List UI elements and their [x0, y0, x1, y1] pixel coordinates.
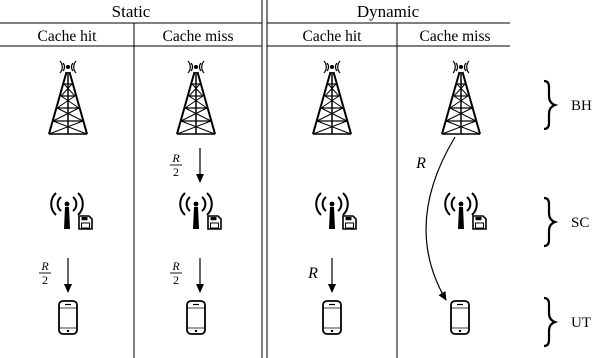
cache-storage-icon — [78, 215, 93, 230]
column-heading-static-miss: Cache miss — [162, 28, 233, 45]
column-heading-dynamic-miss: Cache miss — [419, 28, 490, 45]
tower-icon — [48, 60, 88, 135]
small-cell-icon — [444, 192, 478, 230]
phone-icon — [322, 300, 342, 335]
cache-storage-icon — [472, 215, 487, 230]
rate-label-static-miss-sc-ut: R 2 — [170, 259, 182, 287]
phone-icon — [186, 300, 206, 335]
small-cell-icon — [179, 192, 213, 230]
cache-storage-icon — [342, 215, 357, 230]
column-heading-static-hit: Cache hit — [38, 28, 98, 45]
brace-sc — [543, 196, 559, 248]
rate-label-dynamic-miss-bh-ut: R — [415, 155, 426, 172]
group-heading-static: Static — [112, 2, 151, 21]
brace-ut — [543, 296, 559, 348]
tower-icon — [176, 60, 216, 135]
rate-label-static-miss-bh-sc: R 2 — [170, 151, 182, 179]
tower-icon — [312, 60, 352, 135]
rate-numerator: R — [40, 259, 49, 273]
phone-icon — [450, 300, 470, 335]
group-heading-dynamic: Dynamic — [357, 2, 420, 21]
layer-label-ut: UT — [571, 315, 591, 331]
tower-icon — [441, 60, 481, 135]
cache-storage-icon — [207, 215, 222, 230]
brace-bh — [543, 79, 559, 131]
rate-denominator: 2 — [42, 273, 48, 287]
rate-denominator: 2 — [173, 165, 179, 179]
phone-icon — [58, 300, 78, 335]
arrow-dynamic-miss-bh-ut — [425, 136, 456, 301]
layer-label-sc: SC — [571, 215, 589, 231]
rate-numerator: R — [171, 151, 180, 165]
rate-label-static-hit-sc-ut: R 2 — [39, 259, 51, 287]
rate-label-dynamic-hit-sc-ut: R — [307, 265, 318, 282]
small-cell-icon — [50, 192, 84, 230]
rate-denominator: 2 — [173, 273, 179, 287]
layer-label-bh: BH — [571, 98, 592, 114]
column-heading-dynamic-hit: Cache hit — [303, 28, 363, 45]
rate-numerator: R — [171, 259, 180, 273]
